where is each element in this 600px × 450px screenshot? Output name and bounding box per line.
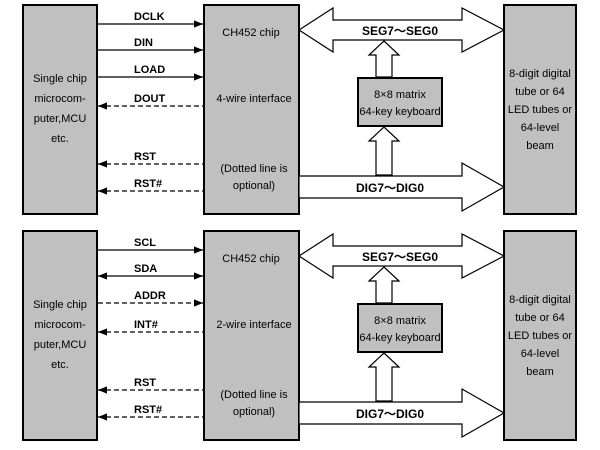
signal-label: DOUT <box>134 93 165 105</box>
display-label-line: 8-digit digital <box>509 294 571 306</box>
signal-label: RST <box>134 377 156 389</box>
chip-interface-label: 2-wire interface <box>216 319 291 331</box>
signal-label: RST <box>134 151 156 163</box>
mcu-label-line: Single chip <box>33 73 87 85</box>
keyboard-box <box>357 77 443 127</box>
signal-label: RST# <box>134 178 162 190</box>
display-label-line: 64-level <box>521 348 560 360</box>
dig-bus-label: DIG7～DIG0 <box>356 181 424 195</box>
mcu-label-line: puter,MCU <box>34 339 87 351</box>
keyboard-label-line: 64-key keyboard <box>359 106 440 118</box>
display-box <box>503 4 577 215</box>
display-label-line: LED tubes or <box>508 104 573 116</box>
display-box <box>503 230 577 441</box>
signal-label: LOAD <box>134 64 165 76</box>
signal-label: DIN <box>134 37 153 49</box>
signal-label: INT# <box>134 319 158 331</box>
panel-2: Single chip microcom-puter,MCU etc. CH452 c… <box>22 230 577 441</box>
display-label-line: 64-level <box>521 122 560 134</box>
signal-label: ADDR <box>134 290 166 302</box>
mcu-label-line: puter,MCU <box>34 113 87 125</box>
keyboard-label-line: 8×8 matrix <box>374 89 426 101</box>
seg-bus-label: SEG7～SEG0 <box>362 24 438 38</box>
dig-bus-arrow <box>298 387 506 439</box>
display-label-line: tube or 64 <box>515 86 565 98</box>
signal-label: RST# <box>134 404 162 416</box>
chip-note-line: (Dotted line is <box>220 163 288 175</box>
keyboard-box <box>357 303 443 353</box>
dig-bus-arrow <box>298 161 506 213</box>
mcu-box <box>22 4 98 215</box>
seg-bus-label: SEG7～SEG0 <box>362 250 438 264</box>
display-label-line: tube or 64 <box>515 312 565 324</box>
chip-note-line: optional) <box>233 406 275 418</box>
keyboard-label-line: 64-key keyboard <box>359 332 440 344</box>
display-label-line: LED tubes or <box>508 330 573 342</box>
keyboard-to-seg-arrow <box>367 40 401 78</box>
dig-to-keyboard-arrow <box>367 352 401 402</box>
seg-bus-arrow <box>297 6 506 54</box>
signal-label: DCLK <box>134 11 165 23</box>
panel-1: Single chip microcom-puter,MCU etc. CH452 c… <box>22 4 577 215</box>
chip-box <box>203 230 300 441</box>
keyboard-to-seg-arrow <box>367 266 401 304</box>
mcu-label-line: etc. <box>51 133 69 145</box>
seg-bus-arrow <box>297 232 506 280</box>
keyboard-label-line: 8×8 matrix <box>374 315 426 327</box>
mcu-label-line: Single chip <box>33 299 87 311</box>
mcu-label-line: etc. <box>51 359 69 371</box>
chip-box <box>203 4 300 215</box>
display-label-line: beam <box>526 140 554 152</box>
mcu-label-line: microcom- <box>34 93 86 105</box>
chip-note-line: optional) <box>233 180 275 192</box>
mcu-label-line: microcom- <box>34 319 86 331</box>
chip-title: CH452 chip <box>222 27 279 39</box>
dig-bus-label: DIG7～DIG0 <box>356 407 424 421</box>
display-label-line: 8-digit digital <box>509 68 571 80</box>
display-label-line: beam <box>526 366 554 378</box>
signal-label: SCL <box>134 237 156 249</box>
signal-label: SDA <box>134 263 157 275</box>
dig-to-keyboard-arrow <box>367 126 401 176</box>
chip-note-line: (Dotted line is <box>220 389 288 401</box>
chip-title: CH452 chip <box>222 253 279 265</box>
chip-interface-label: 4-wire interface <box>216 93 291 105</box>
mcu-box <box>22 230 98 441</box>
